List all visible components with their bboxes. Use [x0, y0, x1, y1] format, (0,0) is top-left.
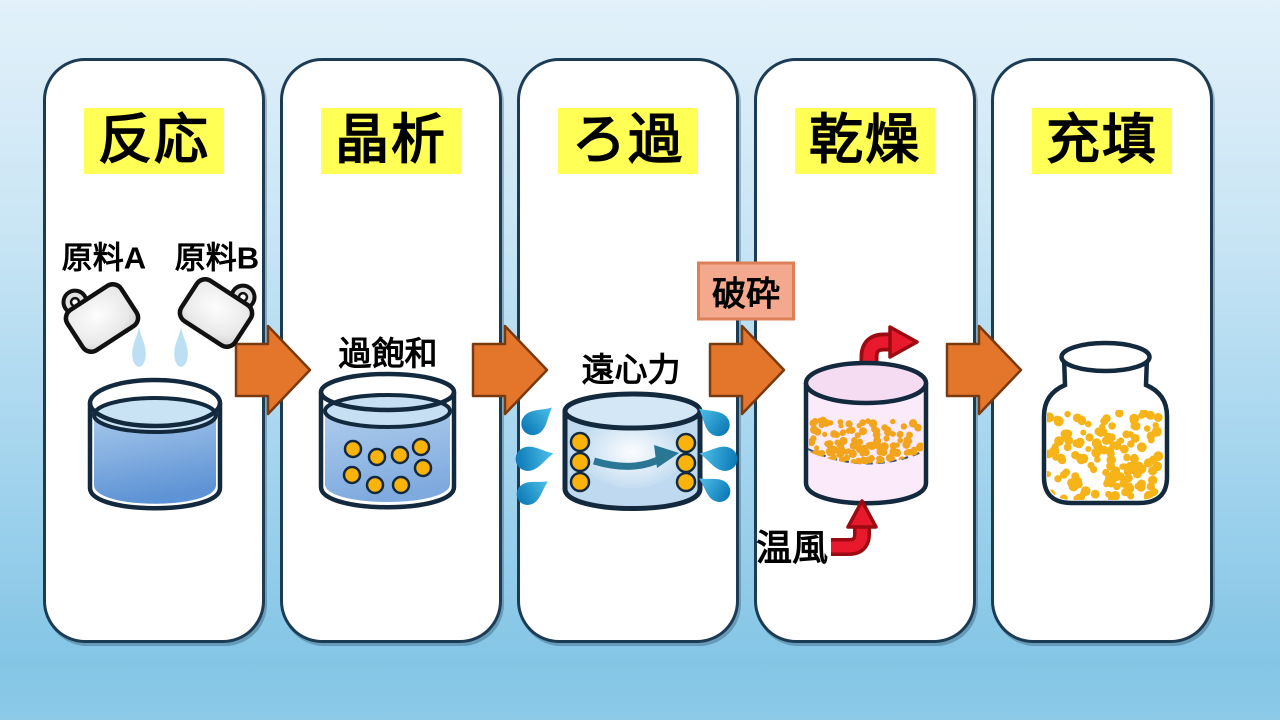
stage-panel-crystallization: 晶析 [280, 58, 502, 643]
stage-panel-drying: 乾燥 [754, 58, 976, 643]
material-b-label: 原料B [174, 240, 260, 276]
stage-panel-reaction: 反応 [43, 58, 265, 643]
supersaturation-label: 過飽和 [338, 335, 438, 372]
stage-title-filtration: ろ過 [558, 108, 698, 174]
crushing-label: 破砕 [697, 261, 795, 321]
material-a-label: 原料A [61, 240, 147, 276]
stage-panel-filling: 充填 [991, 58, 1213, 643]
stage-title-filling: 充填 [1032, 108, 1172, 174]
stage-title-crystallization: 晶析 [321, 108, 461, 174]
centrifugal-force-label: 遠心力 [581, 351, 681, 388]
stage-title-reaction: 反応 [84, 108, 224, 174]
stage-title-drying: 乾燥 [795, 108, 935, 174]
hot-air-label: 温風 [755, 527, 829, 568]
